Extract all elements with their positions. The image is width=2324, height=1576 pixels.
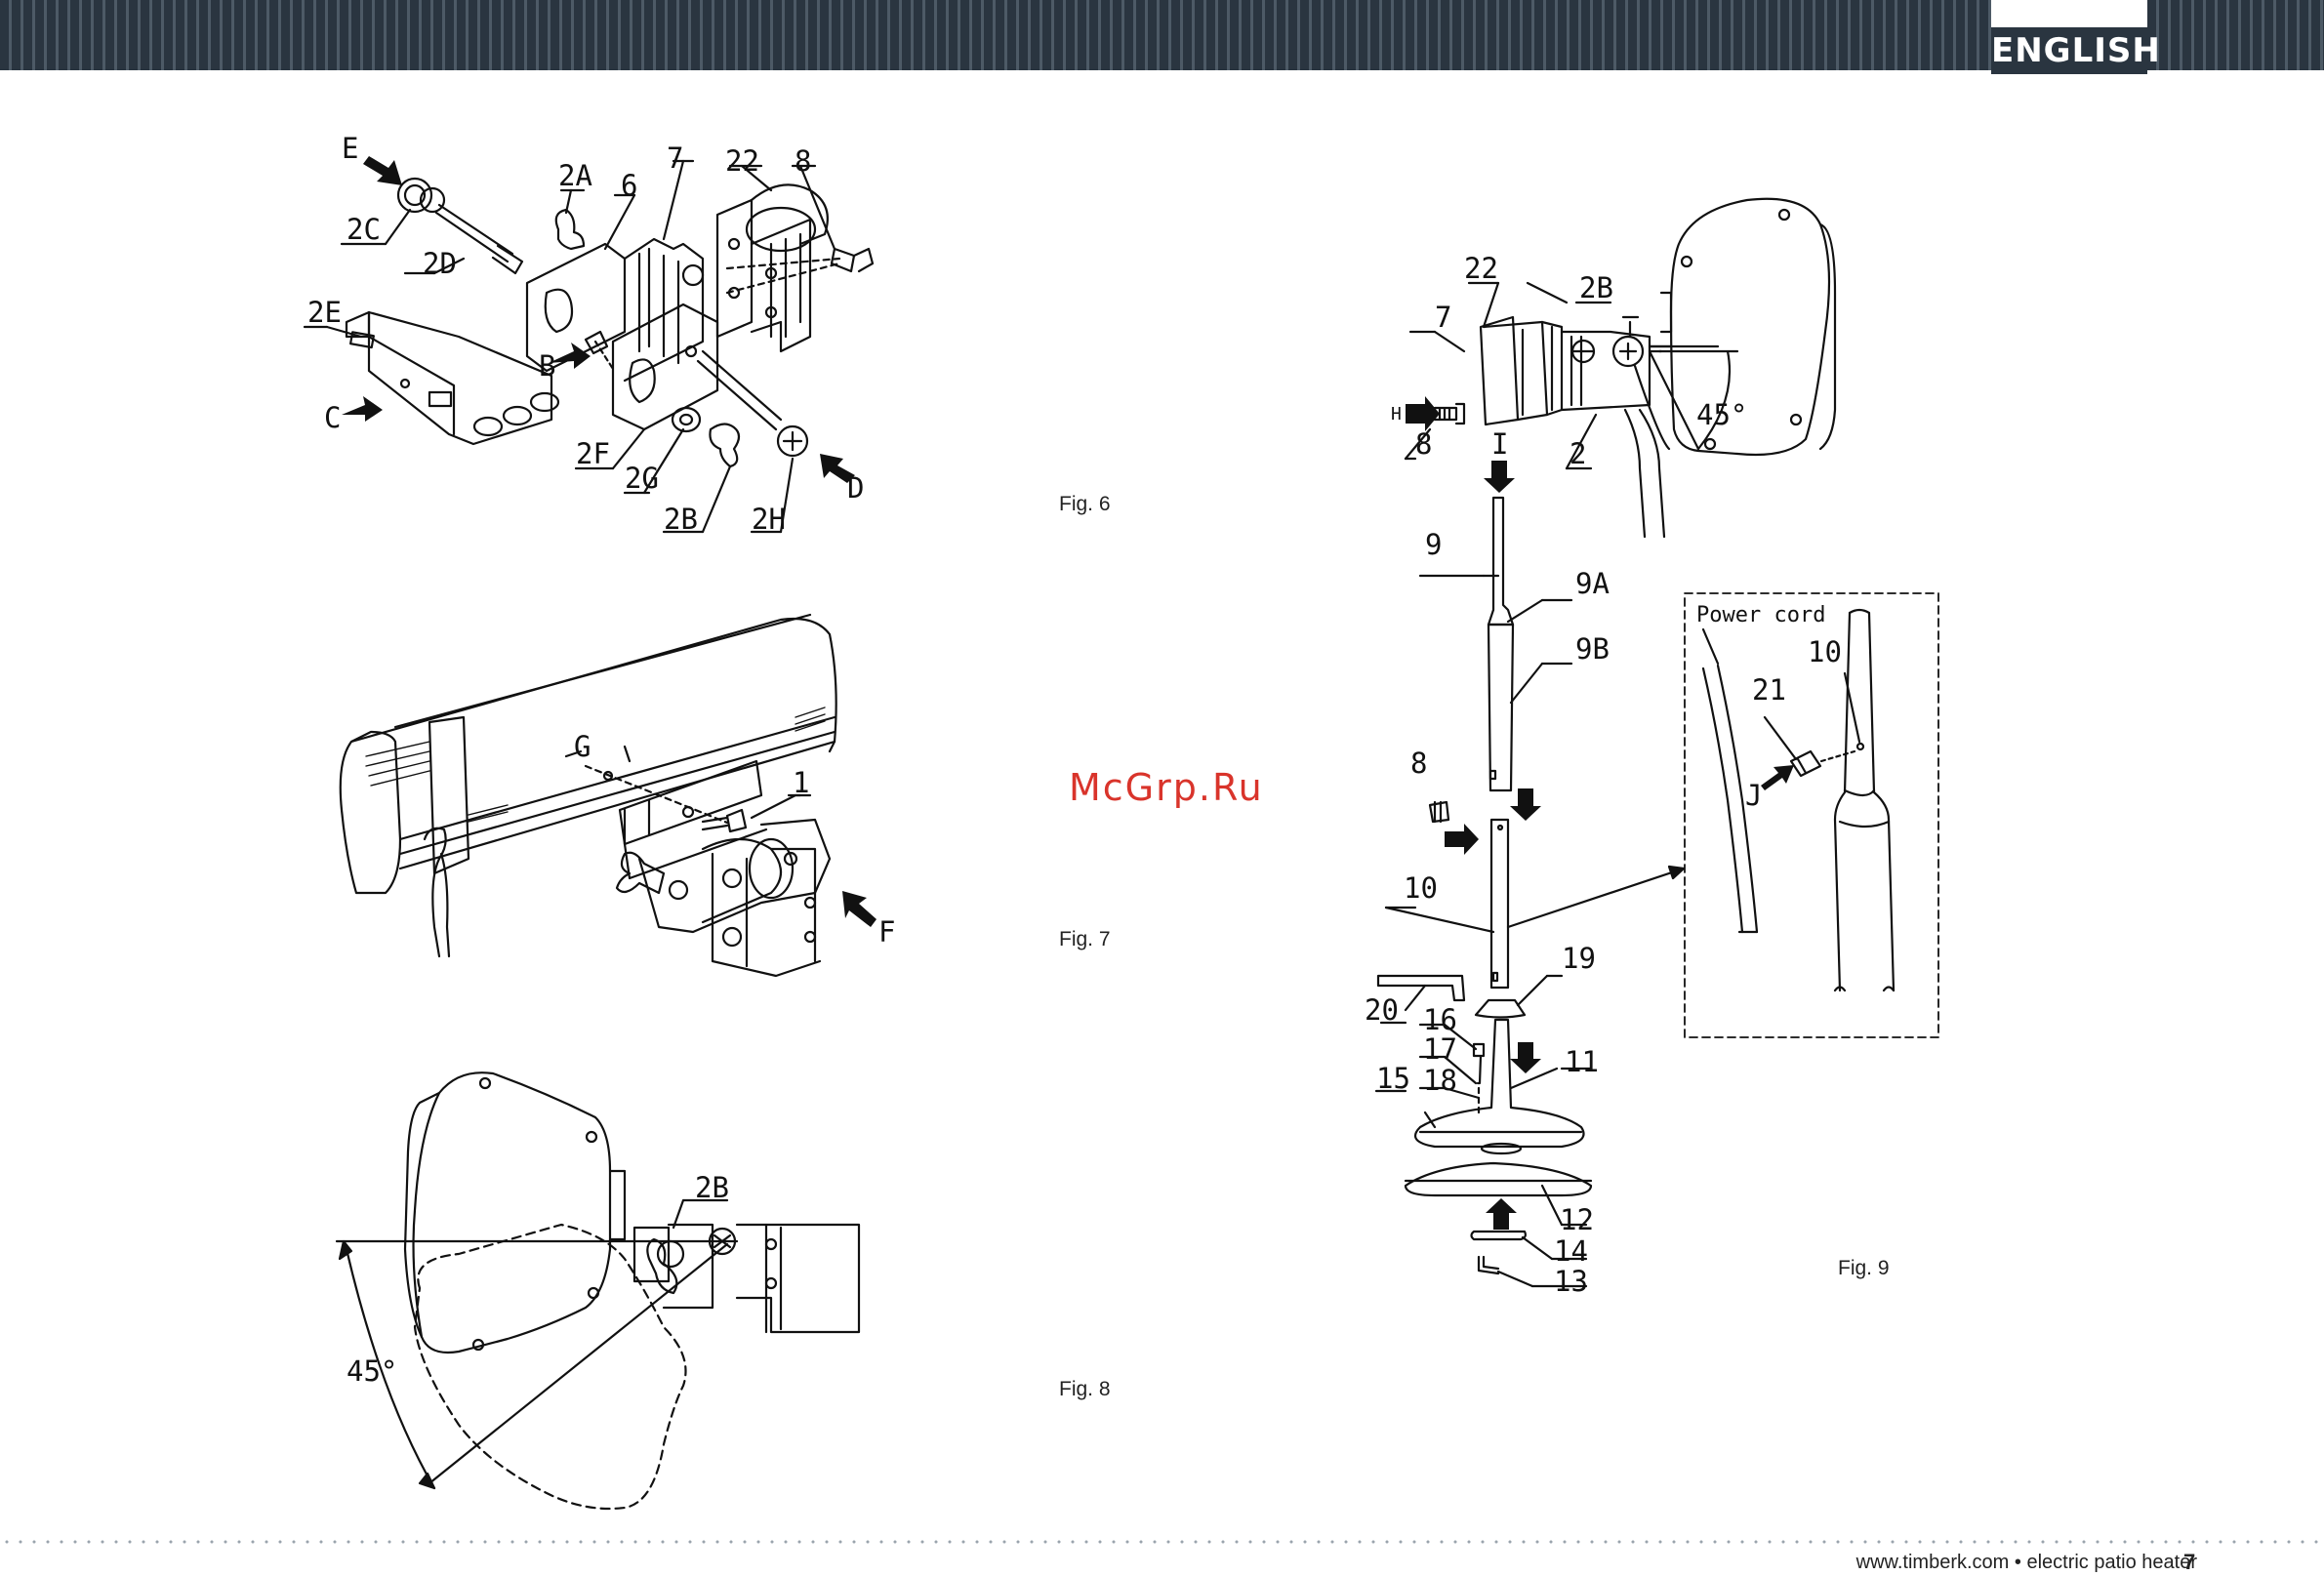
callout-fig8-2B: 2B	[695, 1171, 729, 1204]
callout-fig9-20: 20	[1365, 993, 1399, 1027]
callout-inset-J: J	[1745, 779, 1762, 812]
fig9-arrows	[1406, 396, 1794, 1230]
callout-fig6-D: D	[847, 471, 864, 505]
callout-fig9-9B: 9B	[1575, 632, 1610, 666]
callout-inset-10: 10	[1808, 635, 1842, 668]
callout-fig9-2B: 2B	[1579, 271, 1613, 304]
callout-fig6-B: B	[539, 349, 555, 383]
callout-fig9-10: 10	[1404, 871, 1438, 905]
callout-fig8-angle: 45°	[347, 1354, 397, 1388]
callout-fig6-2C: 2C	[347, 213, 381, 246]
callout-fig6-2F: 2F	[576, 437, 610, 470]
page-number: 7	[2183, 1550, 2195, 1575]
callout-fig9-17: 17	[1423, 1032, 1457, 1066]
callout-fig9-13: 13	[1554, 1265, 1588, 1298]
callout-fig6-2E: 2E	[307, 296, 342, 329]
callout-fig6-2G: 2G	[625, 462, 659, 495]
callout-fig9-I: I	[1491, 427, 1508, 461]
callout-fig9-8: 8	[1415, 427, 1432, 461]
caption-fig9: Fig. 9	[1838, 1257, 1890, 1280]
callout-fig6-C: C	[324, 401, 341, 434]
callout-fig9-7: 7	[1435, 301, 1451, 334]
callout-fig9-angle: 45°	[1696, 398, 1747, 431]
fig7-drawing	[341, 615, 836, 976]
callout-fig6-2A: 2A	[558, 159, 592, 192]
watermark: McGrp.Ru	[1069, 766, 1264, 809]
callout-fig9-8b: 8	[1410, 747, 1427, 780]
callout-fig9-19: 19	[1562, 942, 1596, 975]
callout-fig9-15: 15	[1376, 1062, 1410, 1095]
callout-fig9-22: 22	[1464, 252, 1498, 285]
callout-fig9-14: 14	[1554, 1234, 1588, 1268]
inset-title-power-cord: Power cord	[1696, 603, 1825, 627]
callout-fig6-2B: 2B	[664, 503, 698, 536]
callout-inset-21: 21	[1752, 673, 1786, 707]
callout-fig9-2: 2	[1570, 437, 1586, 470]
callout-fig7-F: F	[878, 915, 895, 949]
callout-fig6-2D: 2D	[423, 247, 457, 280]
callout-fig9-16: 16	[1423, 1003, 1457, 1036]
callout-fig9-9: 9	[1425, 528, 1442, 561]
caption-fig7: Fig. 7	[1059, 928, 1111, 951]
callout-fig6-6: 6	[621, 169, 637, 202]
callout-fig7-G: G	[574, 730, 591, 763]
callout-fig6-22: 22	[725, 144, 759, 178]
callout-fig6-8: 8	[795, 144, 811, 178]
callout-fig9-H: H	[1391, 404, 1402, 424]
callout-fig9-11: 11	[1565, 1045, 1599, 1078]
fig6-drawing	[305, 161, 873, 532]
callout-fig6-7: 7	[667, 141, 683, 175]
callout-fig7-1: 1	[793, 766, 809, 799]
caption-fig8: Fig. 8	[1059, 1378, 1111, 1401]
callout-fig9-9A: 9A	[1575, 567, 1610, 600]
callout-fig9-12: 12	[1560, 1203, 1594, 1236]
callout-fig6-E: E	[342, 132, 358, 165]
callout-fig9-18: 18	[1423, 1064, 1457, 1097]
fig9-drawing	[1376, 199, 1938, 1286]
callout-fig6-2H: 2H	[752, 503, 786, 536]
footer-text: www.timberk.com • electric patio heater	[1856, 1552, 2197, 1574]
fig8-drawing	[337, 1072, 859, 1509]
footer-dotted-rule	[0, 1540, 2324, 1544]
caption-fig6: Fig. 6	[1059, 493, 1111, 516]
